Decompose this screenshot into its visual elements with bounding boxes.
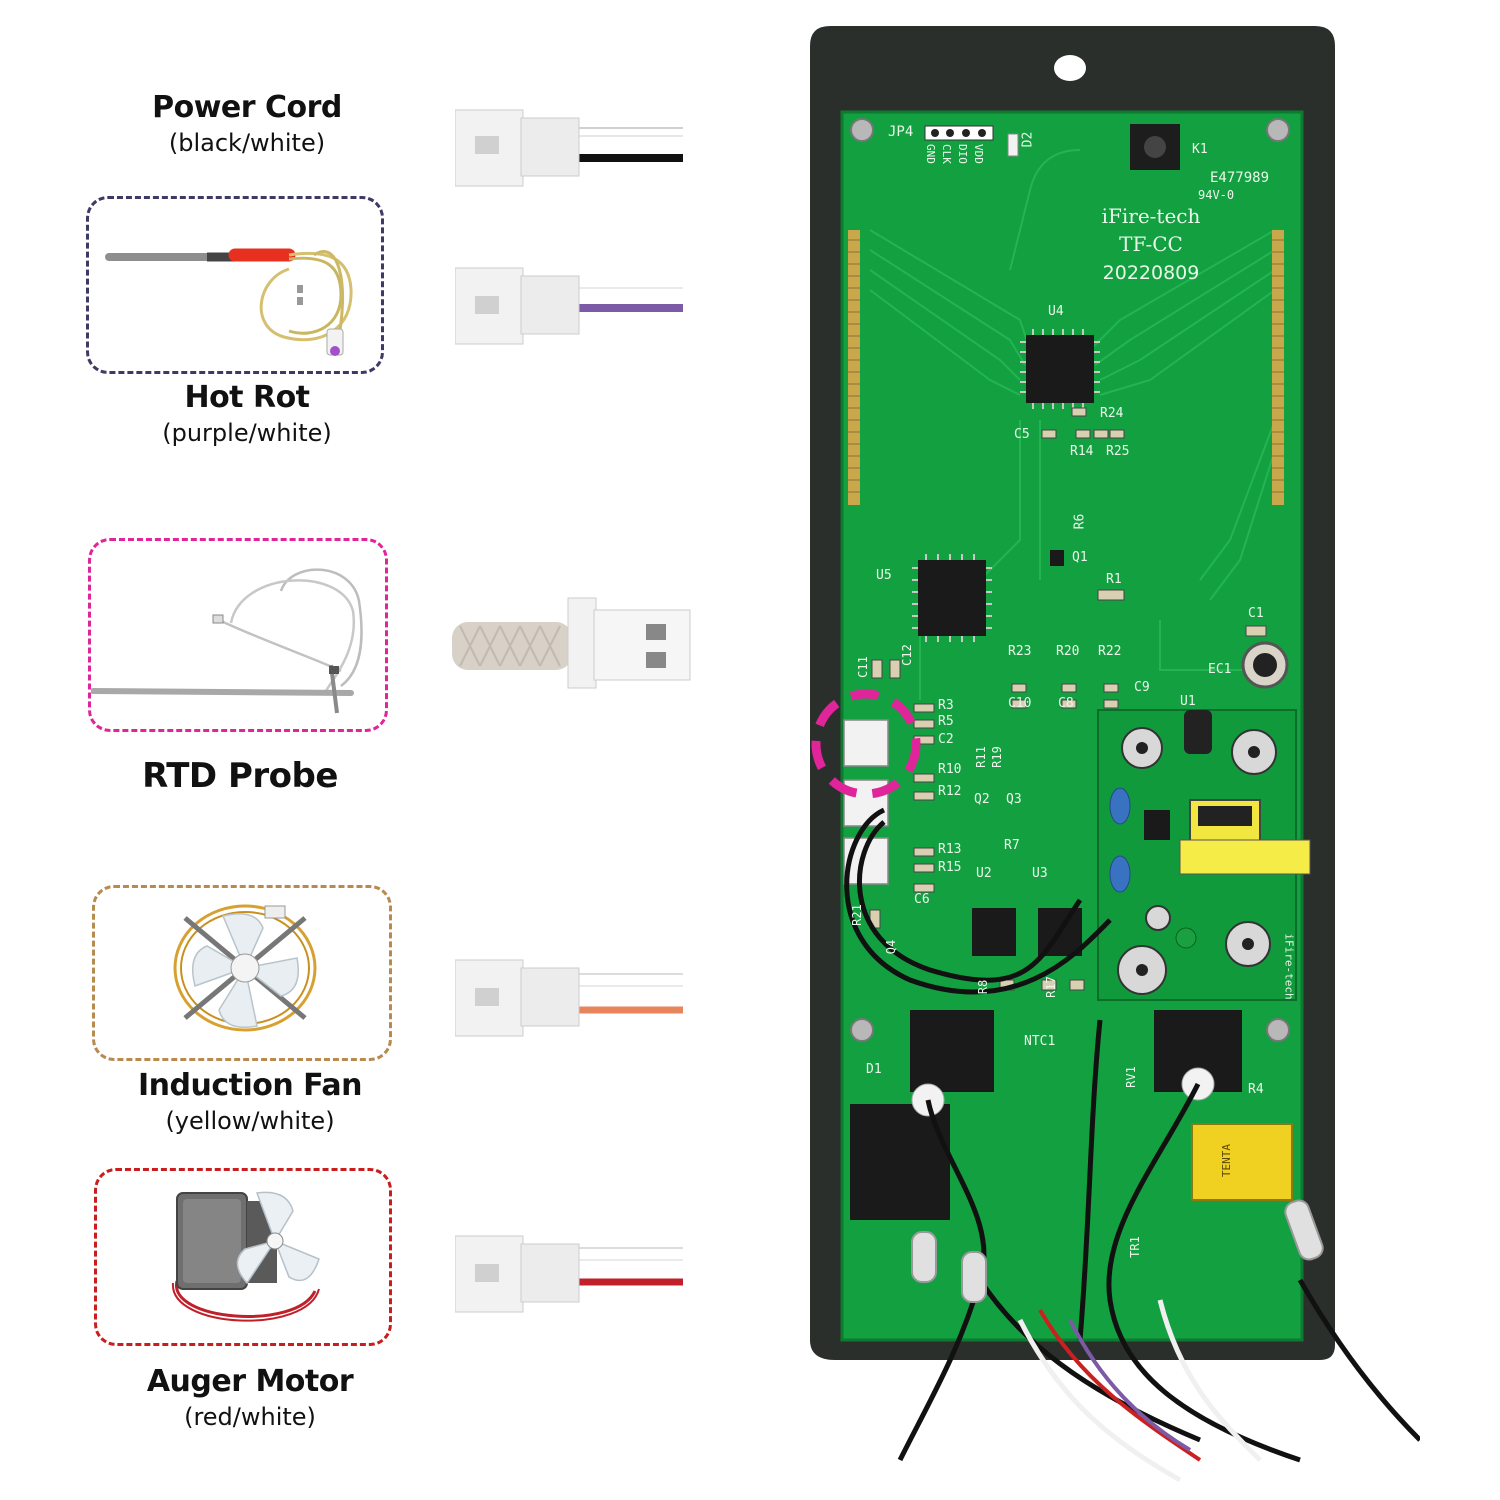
- board-rating: 94V-0: [1198, 188, 1235, 202]
- ref-u2: U2: [976, 866, 992, 881]
- ref-tr1: TR1: [1127, 1236, 1142, 1258]
- ref-r25: R25: [1106, 444, 1130, 459]
- ref-c5: C5: [1014, 427, 1030, 442]
- ref-r11: R11: [973, 746, 988, 768]
- induction-fan-title: Induction Fan: [137, 1068, 363, 1103]
- ref-q2: Q2: [974, 792, 990, 807]
- hot-rod-connector: [455, 267, 683, 345]
- ref-c11: C11: [855, 656, 870, 678]
- board-maker: iFire-tech: [1101, 204, 1201, 228]
- ref-r20: R20: [1056, 644, 1080, 659]
- ref-r6: R6: [1072, 513, 1088, 530]
- auger-motor-label: Auger Motor (red/white): [80, 1364, 420, 1431]
- rtd-probe-label: RTD Probe: [70, 756, 410, 796]
- induction-fan-label: Induction Fan (yellow/white): [80, 1068, 420, 1135]
- ref-r10: R10: [938, 762, 962, 777]
- hot-rod-title: Hot Rot: [184, 380, 310, 415]
- ref-d1: D1: [866, 1062, 882, 1077]
- hot-rod-picture: [105, 248, 353, 356]
- ref-r14: R14: [1070, 444, 1094, 459]
- induction-fan-frame: [92, 885, 392, 1061]
- ref-u4: U4: [1048, 304, 1064, 319]
- board-model: TF-CC: [1119, 232, 1183, 256]
- rtd-probe-picture: [91, 568, 363, 714]
- ref-r12: R12: [938, 784, 962, 799]
- rtd-probe-connector: [452, 597, 691, 689]
- ref-u3: U3: [1032, 866, 1048, 881]
- ref-r23: R23: [1008, 644, 1032, 659]
- hot-rod-subtitle: (purple/white): [162, 419, 332, 447]
- induction-fan-picture: [173, 904, 317, 1032]
- ref-r19: R19: [989, 746, 1004, 768]
- hot-rod-label: Hot Rot (purple/white): [77, 380, 417, 447]
- ref-r1: R1: [1106, 572, 1122, 587]
- board-header-pin-dio: DIO: [956, 144, 969, 164]
- control-board: iFire-tech TF-CC 20220809 E477989 94V-0 …: [780, 20, 1420, 1490]
- ref-q3: Q3: [1006, 792, 1022, 807]
- ref-c12: C12: [899, 644, 914, 666]
- module-marking: iFire-tech: [1282, 933, 1296, 1000]
- ref-r21: R21: [849, 904, 864, 926]
- power-cord-label: Power Cord (black/white): [77, 90, 417, 157]
- ref-c1: C1: [1248, 606, 1264, 621]
- ref-ec1: EC1: [1208, 662, 1232, 677]
- auger-motor-picture: [171, 1191, 320, 1322]
- ref-c2: C2: [938, 732, 954, 747]
- relay-marking: TENTA: [1220, 1143, 1234, 1178]
- ref-c6: C6: [914, 892, 930, 907]
- board-header-pin-clk: CLK: [940, 144, 953, 164]
- power-cord-title: Power Cord: [152, 90, 342, 125]
- control-board-picture: [810, 26, 1420, 1483]
- rtd-probe-title: RTD Probe: [142, 756, 338, 796]
- ref-r22: R22: [1098, 644, 1122, 659]
- auger-motor-subtitle: (red/white): [184, 1403, 316, 1431]
- power-cord-subtitle: (black/white): [168, 129, 326, 157]
- ref-r8: R8: [976, 979, 991, 995]
- board-header-pin-gnd: GND: [924, 144, 937, 164]
- ref-q4: Q4: [884, 939, 899, 955]
- ref-u5: U5: [876, 568, 892, 583]
- ref-r24: R24: [1100, 406, 1124, 421]
- auger-motor-frame: [94, 1168, 392, 1346]
- ref-r15: R15: [938, 860, 962, 875]
- ref-r17: R17: [1043, 976, 1058, 998]
- ref-c9: C9: [1134, 680, 1150, 695]
- board-date: 20220809: [1102, 262, 1200, 284]
- power-cord-connector: [455, 109, 683, 187]
- ref-c10: C10: [1008, 696, 1032, 711]
- board-header-label: JP4: [888, 124, 914, 140]
- ref-rv1: RV1: [1123, 1066, 1138, 1088]
- ref-k1: K1: [1192, 142, 1208, 157]
- ref-ntc1: NTC1: [1024, 1034, 1056, 1049]
- ref-r7: R7: [1004, 838, 1020, 853]
- rtd-probe-frame: [88, 538, 388, 732]
- ref-r4: R4: [1248, 1082, 1264, 1097]
- ref-r13: R13: [938, 842, 962, 857]
- ref-u1: U1: [1180, 694, 1196, 709]
- board-header-pin-vdd: VDD: [972, 144, 985, 164]
- induction-fan-subtitle: (yellow/white): [165, 1107, 335, 1135]
- ref-r5: R5: [938, 714, 954, 729]
- auger-motor-connector: [455, 1235, 683, 1313]
- ref-q1: Q1: [1072, 550, 1088, 565]
- auger-motor-title: Auger Motor: [146, 1364, 354, 1399]
- hot-rod-frame: [86, 196, 384, 374]
- ref-c8: C8: [1058, 696, 1074, 711]
- induction-fan-connector: [455, 959, 683, 1037]
- ref-d2: D2: [1020, 131, 1036, 148]
- ref-r3: R3: [938, 698, 954, 713]
- board-cert: E477989: [1210, 170, 1270, 186]
